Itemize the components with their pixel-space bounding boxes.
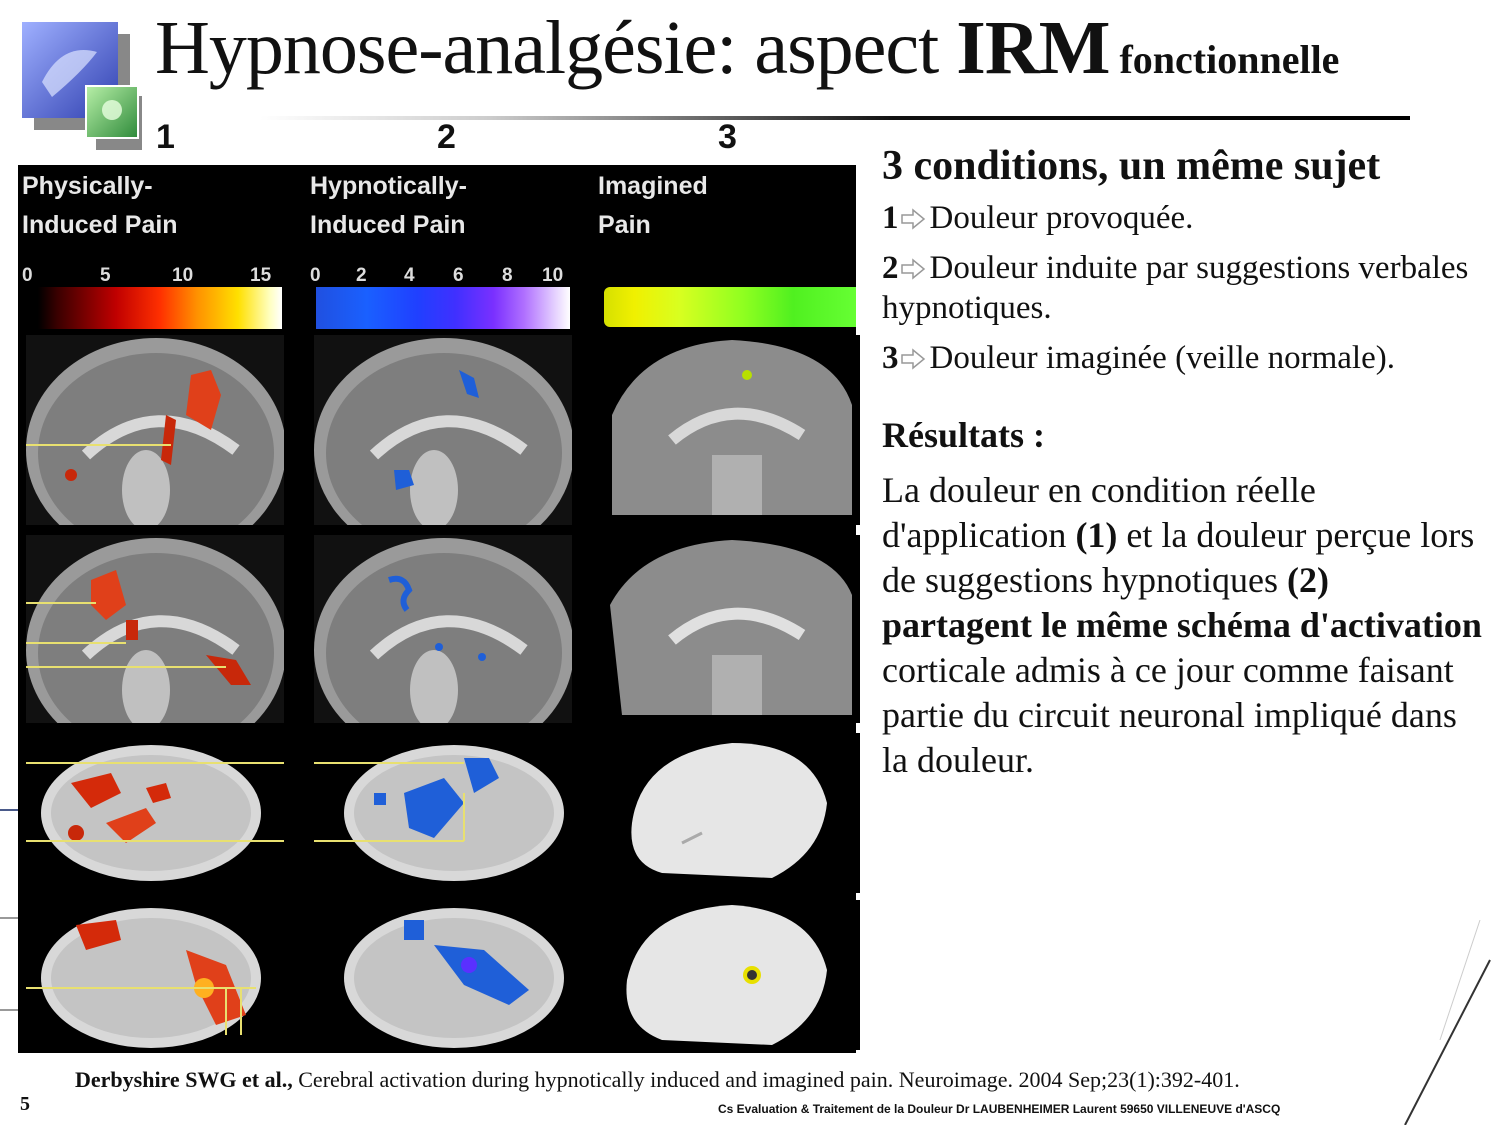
- title-main: Hypnose-analgésie: aspect: [155, 6, 957, 90]
- brain-render-hypnotic-1: [314, 745, 564, 881]
- column-header-physical: Physically-Induced Pain: [22, 172, 178, 239]
- column-number-2: 2: [437, 118, 456, 156]
- slide-footer: Cs Evaluation & Traitement de la Douleur…: [718, 1102, 1281, 1116]
- results-heading: Résultats :: [882, 415, 1045, 455]
- color-scale-blue: [316, 287, 570, 329]
- slide-title: Hypnose-analgésie: aspect IRM fonctionne…: [155, 10, 1339, 86]
- arrow-icon: [900, 208, 925, 230]
- brain-render-imagined-2: [602, 900, 860, 1050]
- scale1-tick: 15: [250, 265, 272, 286]
- brain-render-physical-2: [26, 908, 261, 1048]
- title-suffix: fonctionnelle: [1109, 37, 1340, 82]
- sagittal-slice-physical-2: [26, 535, 284, 723]
- column-number-3: 3: [718, 118, 737, 156]
- scale2-tick: 8: [502, 265, 513, 286]
- corner-decoration: [1404, 920, 1491, 1125]
- scale1-tick: 5: [100, 265, 111, 286]
- column-header-hypnotic: Hypnotically-Induced Pain: [310, 172, 467, 239]
- sagittal-slice-physical-1: [26, 335, 284, 525]
- scale1-tick: 10: [172, 265, 194, 286]
- page-number: 5: [20, 1093, 30, 1115]
- color-scale-red: [38, 287, 282, 329]
- sagittal-slice-imagined-1: [602, 335, 860, 525]
- sagittal-slice-hypnotic-2: [314, 535, 572, 723]
- scale2-tick: 0: [310, 265, 321, 286]
- left-edge-marks: [0, 809, 18, 1011]
- scale2-tick: 6: [453, 265, 464, 286]
- brain-render-hypnotic-2: [344, 908, 564, 1048]
- scale1-tick: 0: [22, 265, 33, 286]
- brain-render-physical-1: [26, 745, 284, 881]
- column-number-1: 1: [156, 118, 175, 156]
- slide-logo: [22, 22, 142, 150]
- citation: Derbyshire SWG et al., Cerebral activati…: [75, 1067, 1240, 1092]
- fmri-figure: Physically-Induced Pain Hypnotically-Ind…: [18, 165, 860, 1053]
- arrow-icon: [900, 348, 925, 370]
- results-paragraph: La douleur en condition réelle d'applica…: [882, 470, 1482, 780]
- brain-render-imagined-1: [602, 733, 860, 893]
- sagittal-slice-hypnotic-1: [314, 335, 572, 525]
- scale2-tick: 10: [542, 265, 564, 286]
- color-scale-green: [604, 287, 856, 327]
- scale2-tick: 2: [356, 265, 367, 286]
- scale2-tick: 4: [404, 265, 415, 286]
- title-rule: [260, 116, 1410, 120]
- arrow-icon: [900, 258, 925, 280]
- conditions-heading: 3 conditions, un même sujet: [882, 143, 1381, 189]
- title-bold: IRM: [956, 6, 1110, 90]
- sagittal-slice-imagined-2: [602, 535, 860, 723]
